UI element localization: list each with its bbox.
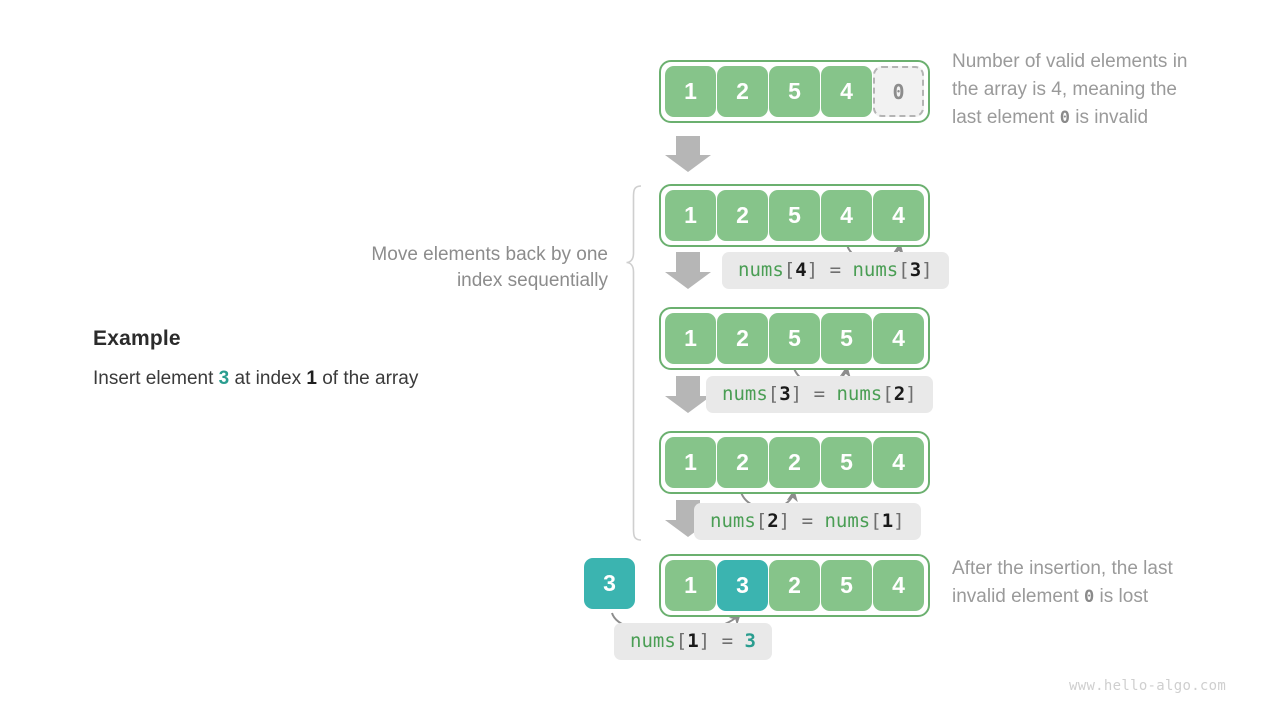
example-heading: Example <box>93 327 181 350</box>
array-cell: 5 <box>769 313 820 364</box>
flow-arrow-0-to-1 <box>665 136 711 172</box>
array-cell: 2 <box>769 560 820 611</box>
example-description: Insert element 3 at index 1 of the array <box>93 368 418 390</box>
array-cell-highlighted: 3 <box>717 560 768 611</box>
array-cell: 1 <box>665 66 716 117</box>
code-rhs-open: [ <box>882 383 894 405</box>
array-cell: 1 <box>665 437 716 488</box>
code-rhs-literal: 3 <box>744 630 756 652</box>
example-target-index: 1 <box>306 368 317 389</box>
array-cell: 2 <box>717 313 768 364</box>
note-element-lost: After the insertion, the last invalid el… <box>952 555 1264 611</box>
code-rhs-index: 3 <box>909 259 922 281</box>
code-rhs-close: ] <box>921 259 933 281</box>
note-top-line3-suffix: is invalid <box>1069 107 1149 128</box>
flow-arrow-2-to-3 <box>665 376 711 413</box>
note-invalid-last-element: Number of valid elements in the array is… <box>952 48 1264 132</box>
note-top-line2: the array is 4, meaning the <box>952 79 1177 100</box>
code-lhs-close: ] <box>806 259 819 281</box>
array-cell: 4 <box>873 560 924 611</box>
code-lhs-open: [ <box>755 510 768 532</box>
example-desc-middle: at index <box>229 368 307 389</box>
code-lhs-open: [ <box>675 630 688 652</box>
code-equals: = <box>801 510 814 532</box>
note-bottom-line2-prefix: invalid element <box>952 586 1085 607</box>
code-lhs-close: ] <box>778 510 791 532</box>
note-bottom-line2-suffix: is lost <box>1094 586 1149 607</box>
array-cell: 2 <box>717 66 768 117</box>
code-rhs-name: nums <box>824 510 871 532</box>
note-top-value: 0 <box>1059 108 1070 128</box>
array-cell: 5 <box>821 560 872 611</box>
code-lhs-name: nums <box>738 259 784 281</box>
site-watermark: www.hello-algo.com <box>1069 678 1227 694</box>
array-cell: 5 <box>769 190 820 241</box>
insert-source-box: 3 <box>584 558 635 609</box>
note-bottom-line1: After the insertion, the last <box>952 558 1173 579</box>
array-cell: 2 <box>717 190 768 241</box>
code-lhs-index: 4 <box>795 259 807 281</box>
array-cell: 4 <box>821 190 872 241</box>
code-rhs-index: 1 <box>881 510 894 532</box>
array-cell: 2 <box>769 437 820 488</box>
note-top-line1: Number of valid elements in <box>952 51 1188 72</box>
array-cell-invalid: 0 <box>873 66 924 117</box>
code-lhs-name: nums <box>722 383 768 405</box>
code-chip-step-2: nums[3] = nums[2] <box>706 376 933 413</box>
example-desc-suffix: of the array <box>316 368 419 389</box>
code-chip-step-4: nums[1] = 3 <box>614 623 772 660</box>
flow-arrow-1-to-2 <box>665 252 711 289</box>
code-rhs-name: nums <box>852 259 899 281</box>
note-bottom-value: 0 <box>1084 587 1095 607</box>
code-lhs-index: 3 <box>779 383 791 405</box>
code-lhs-close: ] <box>698 630 711 652</box>
move-elements-note: Move elements back by one index sequenti… <box>371 244 608 291</box>
code-lhs-name: nums <box>630 630 676 652</box>
code-chip-step-1: nums[4] = nums[3] <box>722 252 949 289</box>
example-desc-prefix: Insert element <box>93 368 219 389</box>
code-chip-step-3: nums[2] = nums[1] <box>694 503 921 540</box>
example-inserted-value: 3 <box>218 368 230 389</box>
code-lhs-index: 1 <box>687 630 699 652</box>
code-lhs-open: [ <box>783 259 796 281</box>
code-equals: = <box>829 259 842 281</box>
array-cell: 1 <box>665 560 716 611</box>
code-rhs-open: [ <box>870 510 882 532</box>
array-cell: 4 <box>873 313 924 364</box>
array-cell: 5 <box>821 437 872 488</box>
array-cell: 2 <box>717 437 768 488</box>
code-equals: = <box>721 630 734 652</box>
code-rhs-close: ] <box>893 510 905 532</box>
note-top-line3-prefix: last element <box>952 107 1060 128</box>
code-lhs-name: nums <box>710 510 756 532</box>
array-cell: 5 <box>769 66 820 117</box>
code-rhs-name: nums <box>836 383 883 405</box>
grouping-brace <box>626 185 642 541</box>
array-cell: 5 <box>821 313 872 364</box>
code-lhs-open: [ <box>767 383 780 405</box>
array-cell: 1 <box>665 313 716 364</box>
code-lhs-close: ] <box>790 383 803 405</box>
code-rhs-close: ] <box>905 383 917 405</box>
array-cell: 4 <box>821 66 872 117</box>
code-rhs-index: 2 <box>893 383 906 405</box>
array-cell: 4 <box>873 437 924 488</box>
code-lhs-index: 2 <box>767 510 779 532</box>
array-cell: 1 <box>665 190 716 241</box>
code-equals: = <box>813 383 826 405</box>
array-cell: 4 <box>873 190 924 241</box>
code-rhs-open: [ <box>898 259 910 281</box>
